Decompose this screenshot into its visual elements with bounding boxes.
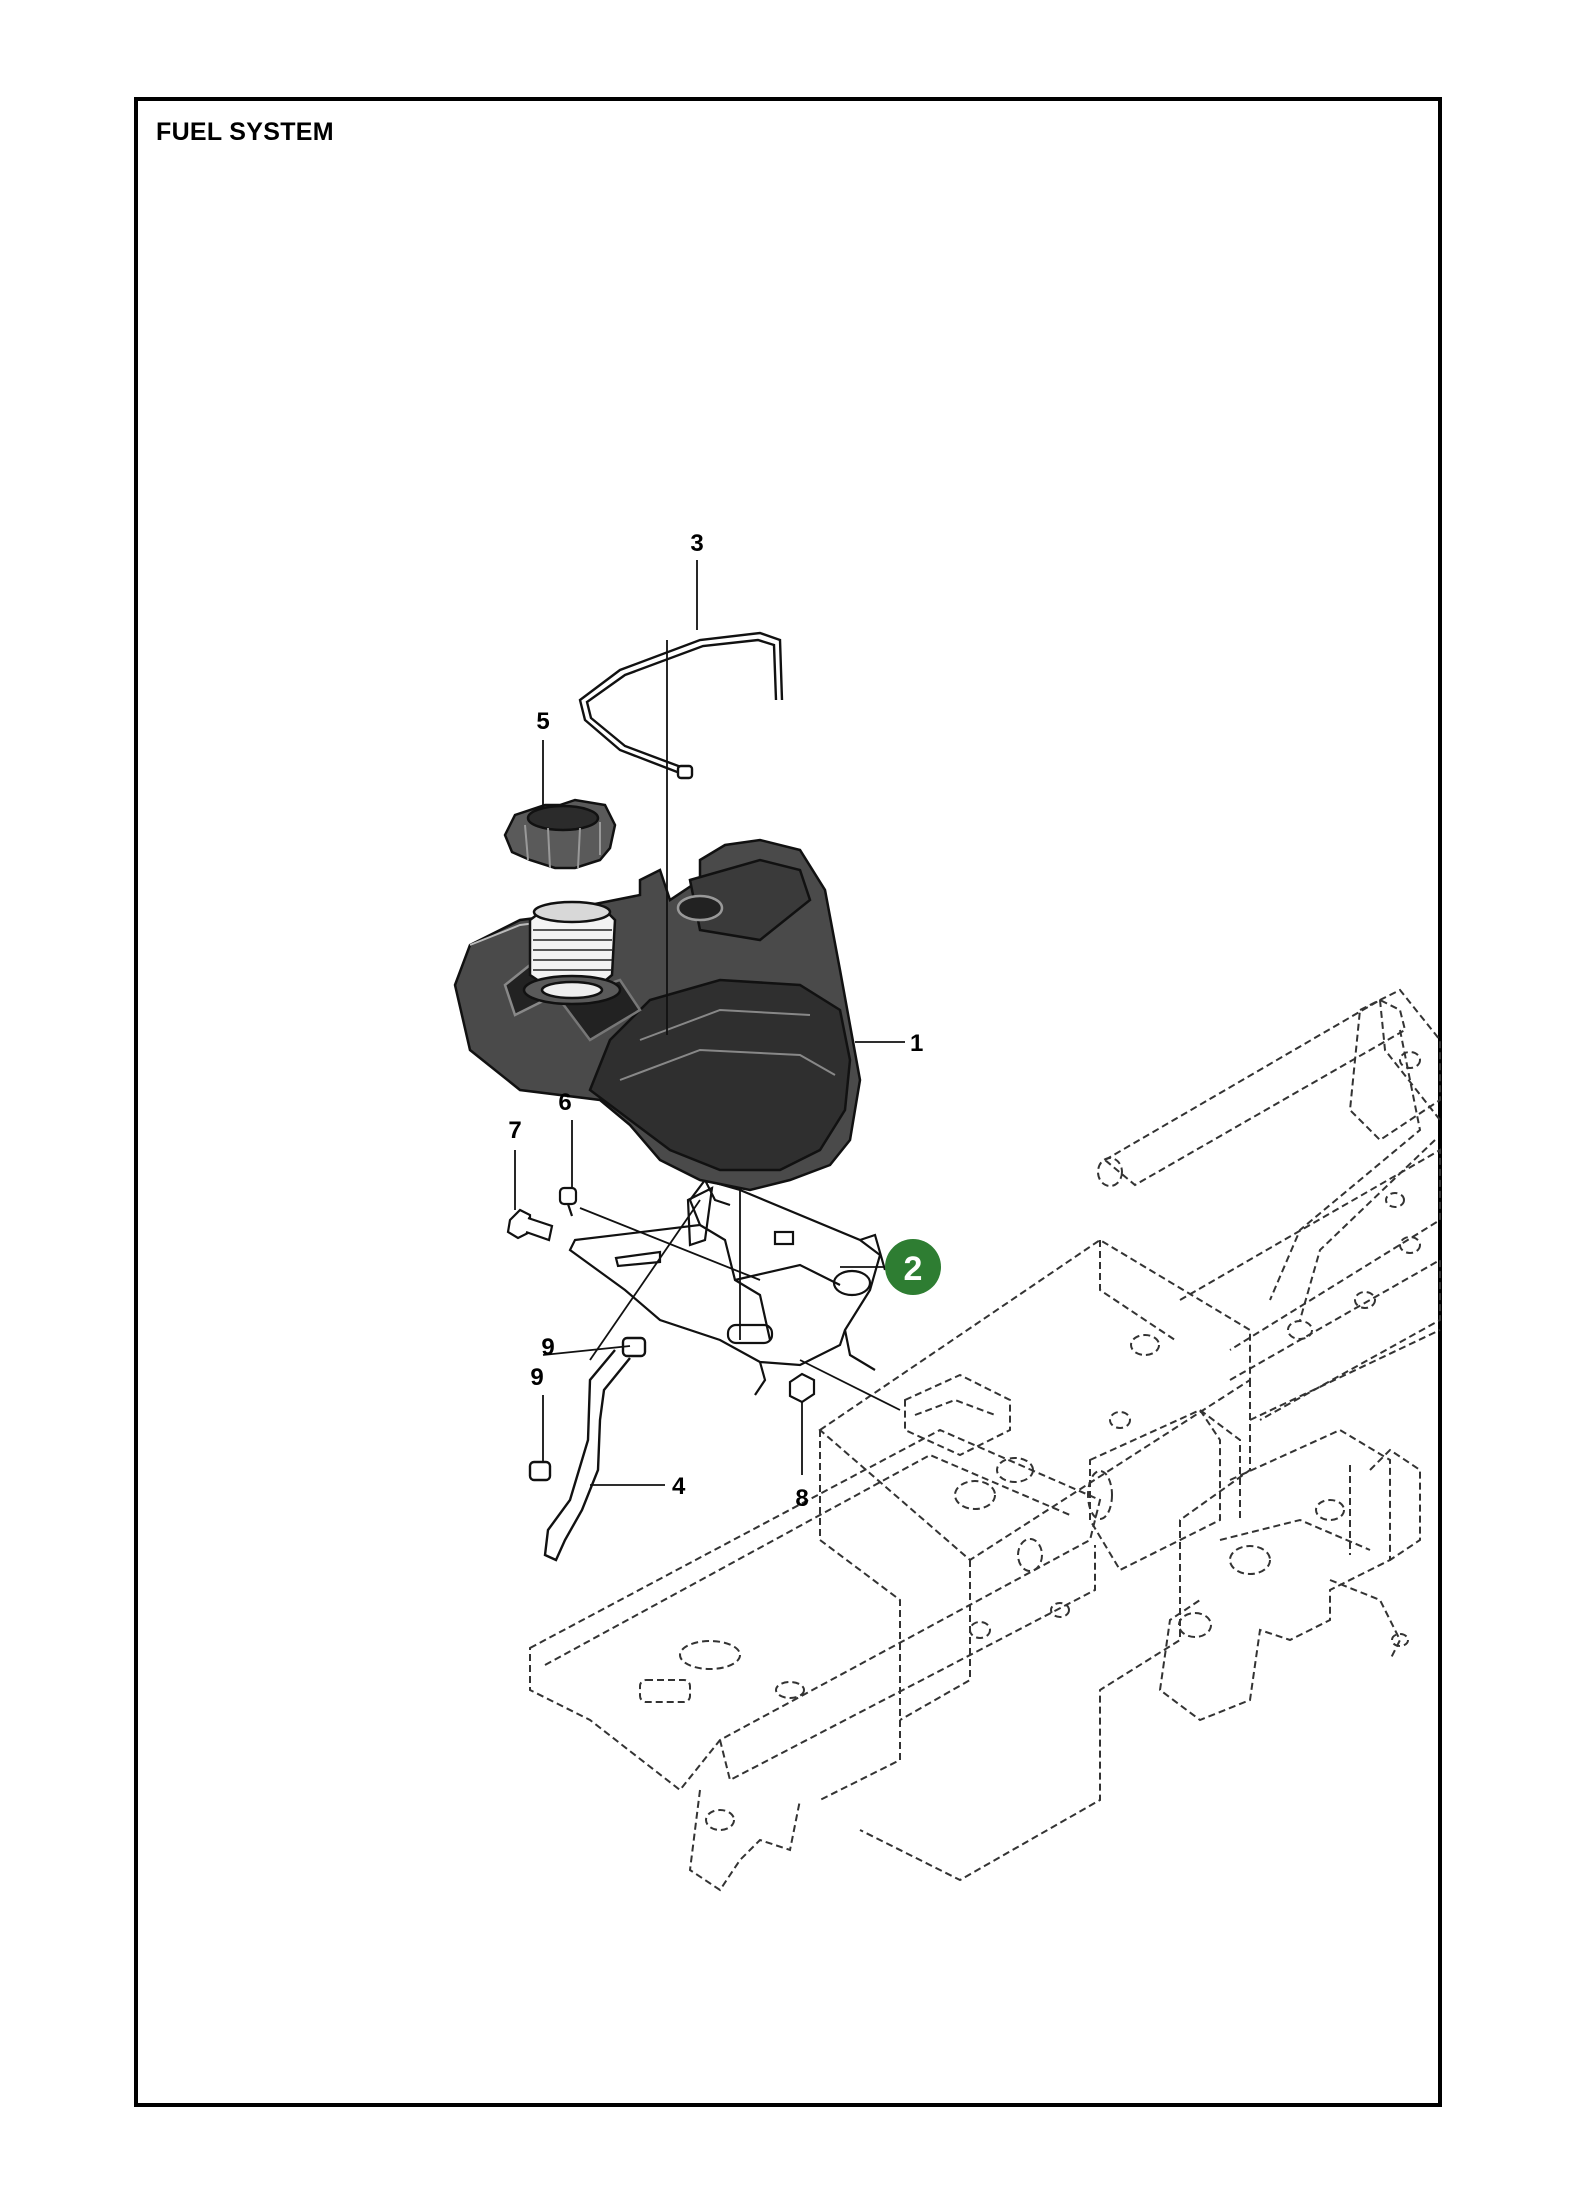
highlight-badge-label: 2 — [904, 1250, 923, 1288]
fuel-cap — [503, 798, 617, 870]
callout-9-upper: 9 — [541, 1334, 554, 1361]
tank-mount-plate — [568, 1178, 887, 1396]
highlight-badge-2[interactable]: 2 — [885, 1239, 941, 1295]
chassis-frame-dashed — [529, 988, 1441, 1892]
bolt-7 — [506, 1208, 554, 1242]
callout-8: 8 — [795, 1485, 808, 1512]
callout-1: 1 — [910, 1030, 923, 1057]
diagram-frame — [134, 97, 1442, 2107]
highlight-badge-circle — [885, 1239, 941, 1295]
callout-9-lower: 9 — [530, 1364, 543, 1391]
page-title: FUEL SYSTEM — [156, 118, 334, 146]
leader-lines — [514, 560, 905, 1486]
screw-6 — [558, 1186, 578, 1217]
callout-4: 4 — [672, 1473, 686, 1500]
fuel-tank — [453, 838, 862, 1192]
callout-labels: 3 5 1 6 7 9 9 4 8 — [508, 530, 923, 1512]
callout-5: 5 — [536, 708, 549, 735]
callout-6: 6 — [558, 1089, 571, 1116]
callout-3: 3 — [690, 530, 703, 557]
nut-8 — [788, 1372, 816, 1404]
fuel-hose — [528, 1336, 647, 1562]
hose-clamp-lower — [528, 1460, 552, 1482]
vent-hose — [578, 631, 784, 780]
hardware — [506, 1186, 816, 1404]
callout-7: 7 — [508, 1117, 521, 1144]
